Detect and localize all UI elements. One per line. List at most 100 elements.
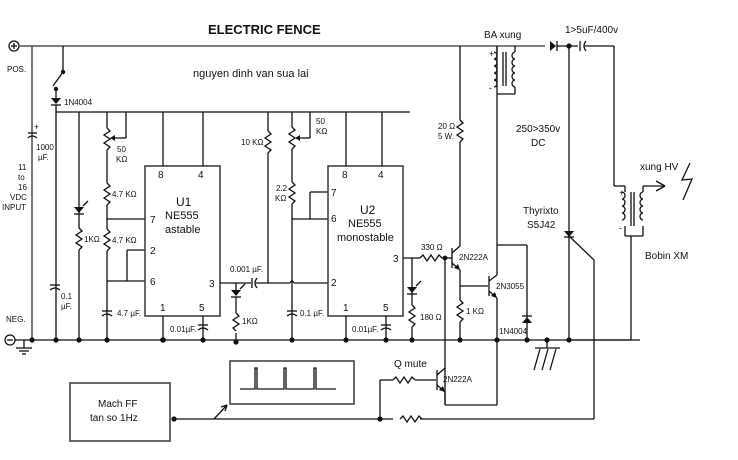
u2-rpull-label: 10 KΩ (241, 138, 263, 147)
transistor-q2-icon (488, 274, 498, 299)
led-u1-icon (231, 283, 246, 298)
u2-capt-label: 0.1 µF. (300, 309, 324, 318)
u1-chip (144, 165, 221, 317)
lightning-icon (680, 162, 694, 201)
voltage-label-1: DC (531, 138, 545, 149)
u2-name: U2 (360, 203, 376, 217)
title: ELECTRIC FENCE (208, 22, 321, 37)
u1-led-r-label: 1KΩ (242, 317, 258, 326)
u2-pin-3: 3 (393, 254, 399, 265)
resistor-u1-led-icon (231, 312, 241, 333)
u2-chip (327, 165, 404, 317)
diode-flyback-icon (522, 315, 532, 323)
input-label-1: to (18, 173, 25, 182)
u2-pot-label-1: KΩ (316, 127, 327, 136)
led-power-icon (74, 200, 89, 215)
resistor-1k-emitter-icon (455, 299, 465, 323)
power-switch[interactable] (52, 71, 64, 87)
capacitor-u1-pin5-icon (197, 324, 209, 331)
q2-label: 2N3055 (496, 282, 525, 291)
resistor-180-icon (407, 304, 417, 328)
svg-text:-: - (619, 223, 622, 233)
u2-rt-label-0: 2.2 (276, 184, 288, 193)
svg-text:-: - (489, 83, 492, 93)
potentiometer-u2-icon (287, 126, 300, 150)
capacitor-0.1uf-icon (49, 284, 61, 291)
resistor-mute-feed-icon (399, 414, 423, 424)
hv-cap-label: 1>5uF/400v (565, 25, 618, 36)
transformer-label: BA xung (484, 30, 521, 41)
r-col-label-1: 5 W. (438, 132, 454, 141)
u1-pin-3: 3 (209, 279, 215, 290)
scr-label-0: Thyrixto (523, 206, 559, 217)
u1-pin-6: 6 (150, 277, 156, 288)
u1-pot-label-1: KΩ (116, 155, 127, 164)
q1-label: 2N222A (459, 253, 489, 262)
r-e-label: 1 KΩ (466, 307, 484, 316)
u1-pin-5: 5 (199, 303, 205, 314)
pulse-waveform-icon (240, 367, 336, 390)
waveform-pointer-icon (213, 404, 228, 420)
cap-main-label-1: µF. (38, 153, 49, 162)
u1-r1-label: 4.7 KΩ (112, 190, 137, 199)
cap-main-label-0: 1000 (36, 143, 54, 152)
subtitle: nguyen dinh van sua lai (193, 68, 309, 80)
cap-small-label-1: µF. (61, 302, 72, 311)
potentiometer-u1-icon (102, 127, 115, 151)
resistor-r1-icon (102, 182, 112, 206)
capacitor-1000uf-icon: + (27, 122, 39, 139)
input-label-4: INPUT (2, 203, 26, 212)
u1-pin-1: 1 (160, 303, 166, 314)
u2-chip-label: NE555 (348, 218, 382, 230)
u1-mode: astable (165, 224, 200, 236)
u1-pin-4: 4 (198, 170, 204, 181)
u1-pin-8: 8 (158, 170, 164, 181)
hv-capacitor-icon (579, 40, 587, 52)
u1-name: U1 (176, 195, 192, 209)
transistor-mute-icon (436, 367, 446, 393)
svg-text:+: + (619, 188, 624, 198)
r-col-label-0: 20 Ω (438, 122, 455, 131)
input-label-3: VDC (10, 193, 27, 202)
diode-1n4004-icon (51, 98, 61, 106)
hv-label: xung HV (640, 162, 679, 173)
u2-mode: monostable (337, 232, 394, 244)
u2-cap5-label: 0.01µF. (352, 325, 378, 334)
hv-arrow-icon (655, 180, 666, 192)
transistor-q1-icon (451, 245, 461, 271)
scr-label-1: S5J42 (527, 220, 556, 231)
resistor-10k-icon (263, 130, 273, 154)
capacitor-4.7uf-icon (101, 310, 113, 317)
ignition-coil-icon: + - (619, 185, 665, 237)
r-base-label: 330 Ω (421, 243, 443, 252)
capacitor-u2-pin5-icon (380, 324, 392, 331)
u1-chip-label: NE555 (165, 210, 199, 222)
u2-pin-7: 7 (331, 188, 337, 199)
ff-block (69, 382, 171, 442)
hv-diode-icon (550, 41, 558, 51)
u2-pin-8: 8 (342, 170, 348, 181)
input-label-2: 16 (18, 183, 27, 192)
resistor-2.2k-icon (287, 181, 297, 205)
capacitor-0.1uf-timing-icon (286, 310, 298, 317)
u2-pin-4: 4 (378, 170, 384, 181)
led-u2-icon (407, 280, 422, 295)
resistor-1k-icon (74, 227, 84, 251)
mute-label: Q mute (394, 359, 427, 370)
u1-r2-label: 4.7 KΩ (112, 236, 137, 245)
voltage-label-0: 250>350v (516, 124, 560, 135)
diode-label: 1N4004 (64, 98, 93, 107)
waveform-box (229, 360, 355, 405)
cap-small-label-0: 0.1 (61, 292, 73, 301)
ff-label-1: tan so 1Hz (90, 413, 138, 424)
resistor-mute-base-icon (392, 375, 416, 385)
neg-terminal (4, 334, 16, 346)
resistor-330-icon (419, 253, 443, 263)
thyristor-icon (564, 231, 595, 261)
u1-cap-label: 4.7 µF. (117, 309, 141, 318)
junction-dots (29, 337, 550, 345)
flyback-diode-label: 1N4004 (499, 327, 528, 336)
u2-pin-1: 1 (343, 303, 349, 314)
u1-pin-2: 2 (150, 246, 156, 257)
